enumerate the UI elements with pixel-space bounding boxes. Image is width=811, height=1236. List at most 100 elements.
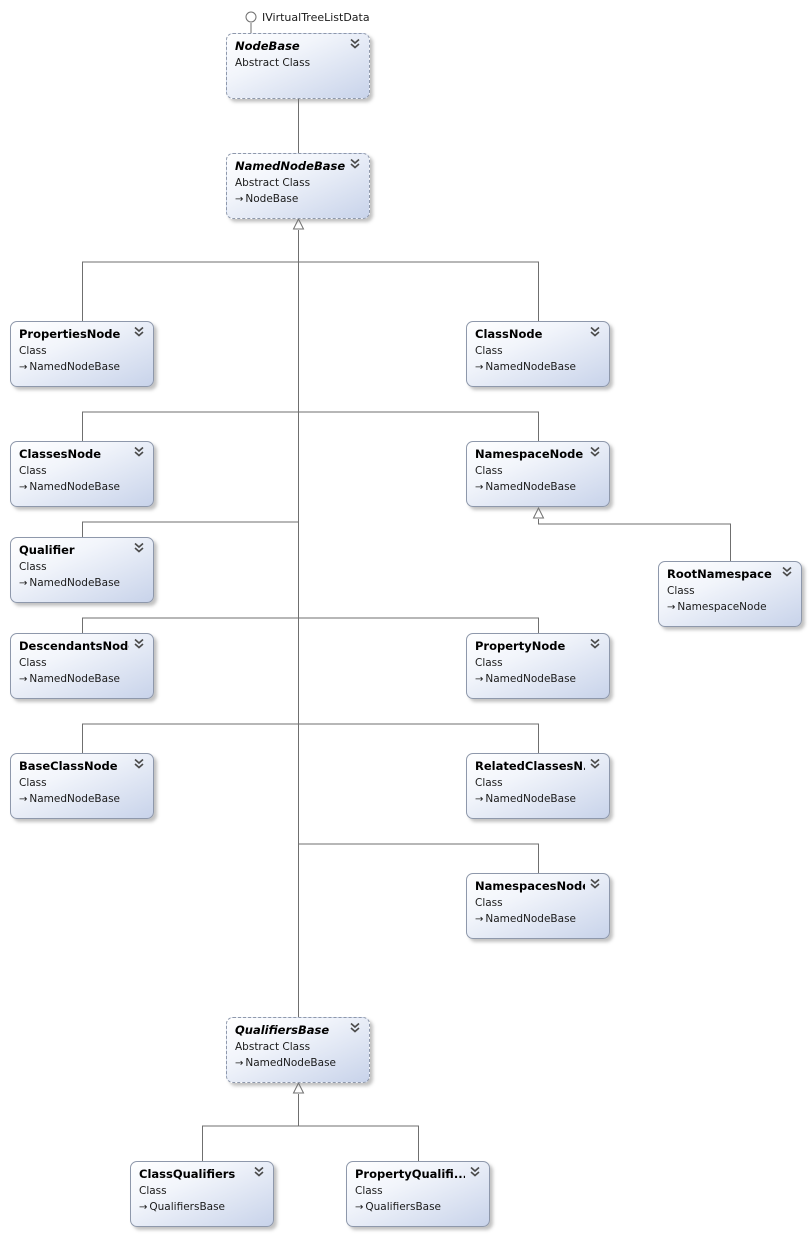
- base-class-name: QualifiersBase: [365, 1201, 442, 1213]
- inheritance-arrow-icon: →: [19, 362, 28, 373]
- class-kind: Class: [475, 657, 503, 669]
- double-chevron-down-icon[interactable]: [349, 158, 361, 170]
- connector-namespaces: [298, 843, 539, 874]
- base-class-name: NamedNodeBase: [485, 673, 577, 685]
- connector-row-classes-namespace: [82, 411, 539, 442]
- interface-label: IVirtualTreeListData: [262, 11, 370, 24]
- connector-rootnamespace: [538, 519, 731, 562]
- class-kind: Class: [475, 345, 503, 357]
- class-name: ClassesNode: [19, 447, 102, 461]
- inheritance-arrow-icon: →: [139, 1202, 148, 1213]
- class-name: PropertiesNode: [19, 327, 121, 341]
- class-node-property-qualifiers[interactable]: PropertyQualifi...Class→QualifiersBase: [346, 1161, 490, 1227]
- inheritance-arrow-icon: →: [235, 1058, 244, 1069]
- class-kind: Class: [19, 657, 47, 669]
- base-class-name: NodeBase: [245, 193, 299, 205]
- inheritance-arrow-icon: →: [475, 914, 484, 925]
- class-kind: Class: [139, 1185, 167, 1197]
- class-kind: Class: [19, 777, 47, 789]
- double-chevron-down-icon[interactable]: [589, 326, 601, 338]
- double-chevron-down-icon[interactable]: [133, 326, 145, 338]
- double-chevron-down-icon[interactable]: [133, 638, 145, 650]
- inheritance-arrow-icon: →: [19, 674, 28, 685]
- double-chevron-down-icon[interactable]: [133, 446, 145, 458]
- class-kind: Class: [355, 1185, 383, 1197]
- double-chevron-down-icon[interactable]: [589, 878, 601, 890]
- double-chevron-down-icon[interactable]: [349, 1022, 361, 1034]
- class-kind: Class: [19, 561, 47, 573]
- base-class-row: →NamedNodeBase: [475, 791, 603, 808]
- base-class-row: →NamedNodeBase: [475, 359, 603, 376]
- double-chevron-down-icon[interactable]: [589, 758, 601, 770]
- double-chevron-down-icon[interactable]: [589, 638, 601, 650]
- inheritance-arrowhead-namednodebase: [292, 217, 305, 230]
- inheritance-arrow-icon: →: [19, 482, 28, 493]
- class-name: NodeBase: [235, 39, 300, 53]
- base-class-name: NamedNodeBase: [29, 577, 121, 589]
- inheritance-arrow-icon: →: [235, 194, 244, 205]
- double-chevron-down-icon[interactable]: [589, 446, 601, 458]
- base-class-row: →NamedNodeBase: [235, 1055, 363, 1072]
- class-kind: Abstract Class: [235, 57, 311, 69]
- inheritance-arrowhead-namespacenode: [532, 506, 545, 519]
- double-chevron-down-icon[interactable]: [469, 1166, 481, 1178]
- base-class-name: NamedNodeBase: [245, 1057, 337, 1069]
- base-class-row: →NamedNodeBase: [475, 479, 603, 496]
- inheritance-arrow-icon: →: [475, 674, 484, 685]
- base-class-name: NamedNodeBase: [29, 673, 121, 685]
- inheritance-arrow-icon: →: [667, 602, 676, 613]
- base-class-name: NamedNodeBase: [485, 913, 577, 925]
- base-class-row: →QualifiersBase: [355, 1199, 483, 1216]
- double-chevron-down-icon[interactable]: [349, 38, 361, 50]
- lollipop-interface-icon: [245, 11, 257, 23]
- inheritance-arrow-icon: →: [475, 482, 484, 493]
- connector-row-baseclass-related: [82, 723, 539, 754]
- double-chevron-down-icon[interactable]: [133, 542, 145, 554]
- connector-row-descendants-property: [82, 617, 539, 634]
- inheritance-arrow-icon: →: [19, 794, 28, 805]
- base-class-row: →NamedNodeBase: [475, 911, 603, 928]
- class-kind: Class: [475, 777, 503, 789]
- class-kind: Class: [475, 897, 503, 909]
- connector-row-qualifiers: [202, 1125, 419, 1162]
- inheritance-arrow-icon: →: [475, 362, 484, 373]
- connector-qualifier: [82, 521, 299, 538]
- base-class-row: →QualifiersBase: [139, 1199, 267, 1216]
- class-name: NamespacesNode: [475, 879, 585, 893]
- base-class-name: NamedNodeBase: [485, 481, 577, 493]
- inheritance-arrow-icon: →: [355, 1202, 364, 1213]
- base-class-row: →NodeBase: [235, 191, 363, 208]
- double-chevron-down-icon[interactable]: [781, 566, 793, 578]
- double-chevron-down-icon[interactable]: [253, 1166, 265, 1178]
- base-class-name: NamedNodeBase: [485, 361, 577, 373]
- base-class-name: NamedNodeBase: [29, 481, 121, 493]
- base-class-row: →NamedNodeBase: [19, 791, 147, 808]
- class-name: ClassQualifiers: [139, 1167, 236, 1181]
- class-node-related-classes-node[interactable]: RelatedClassesN... Class →NamedNodeBase: [466, 753, 610, 819]
- class-name: RelatedClassesN...: [475, 759, 585, 773]
- inheritance-arrowhead-qualifiersbase: [292, 1081, 305, 1094]
- class-name: PropertyNode: [475, 639, 566, 653]
- base-class-name: NamespaceNode: [677, 601, 767, 613]
- base-class-row: →NamedNodeBase: [19, 671, 147, 688]
- base-class-name: NamedNodeBase: [485, 793, 577, 805]
- class-name: ClassNode: [475, 327, 543, 341]
- base-class-row: →NamedNodeBase: [19, 359, 147, 376]
- class-kind: Abstract Class: [235, 1041, 311, 1053]
- double-chevron-down-icon[interactable]: [133, 758, 145, 770]
- inheritance-arrow-icon: →: [19, 578, 28, 589]
